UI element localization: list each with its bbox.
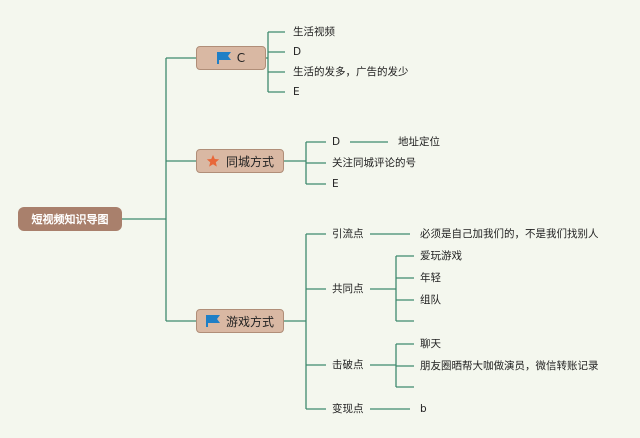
orange-star-icon (206, 154, 220, 167)
tongcheng-item-1: D (332, 136, 341, 148)
gongtong-child-3: 组队 (420, 294, 441, 306)
branch-youxi-node[interactable]: 游戏方式 (196, 309, 284, 333)
bianxian-label: 变现点 (332, 403, 364, 415)
yinliu-label: 引流点 (332, 228, 364, 240)
c-item-4: E (293, 86, 300, 98)
branch-c-node[interactable]: C (196, 46, 266, 70)
c-item-1: 生活视频 (293, 26, 335, 38)
jipo-child-2: 朋友圈晒帮大咖做演员，微信转账记录 (420, 360, 599, 372)
yinliu-child: 必须是自己加我们的，不是我们找别人 (420, 228, 599, 240)
c-item-3: 生活的发多，广告的发少 (293, 66, 409, 78)
jipo-child-1: 聊天 (420, 338, 441, 350)
tongcheng-item-2: 关注同城评论的号 (332, 157, 416, 169)
blue-flag-icon (216, 52, 231, 64)
blue-flag-icon (205, 315, 220, 327)
root-node[interactable]: 短视频知识导图 (18, 207, 122, 231)
jipo-label: 击破点 (332, 359, 364, 371)
gongtong-child-1: 爱玩游戏 (420, 250, 462, 262)
bianxian-child: b (420, 403, 427, 415)
branch-c-label: C (236, 51, 246, 65)
gongtong-label: 共同点 (332, 283, 364, 295)
root-label: 短视频知识导图 (31, 213, 109, 226)
tongcheng-d-child: 地址定位 (398, 136, 440, 148)
branch-tongcheng-node[interactable]: 同城方式 (196, 149, 284, 173)
branch-tongcheng-label: 同城方式 (225, 154, 274, 169)
branch-youxi-label: 游戏方式 (225, 314, 274, 329)
gongtong-child-2: 年轻 (420, 272, 441, 284)
tongcheng-item-3: E (332, 178, 339, 190)
c-item-2: D (293, 46, 302, 58)
